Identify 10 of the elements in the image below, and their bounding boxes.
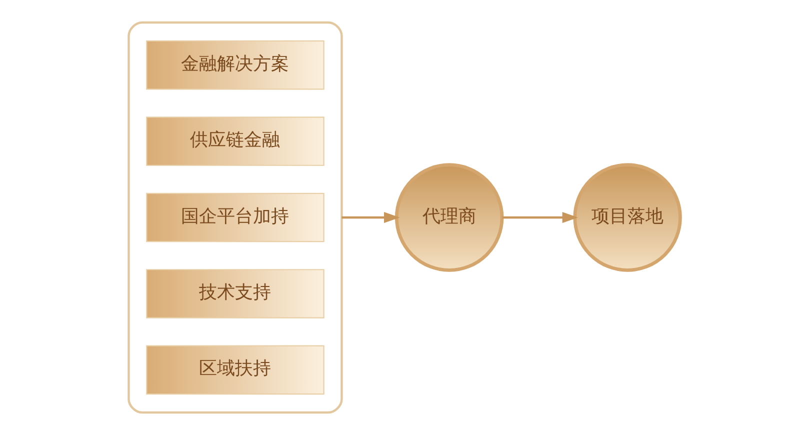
node-circle: 项目落地 (573, 162, 682, 272)
node-box: 区域扶持 (146, 344, 324, 394)
node-box: 技术支持 (146, 268, 324, 318)
node-box: 国企平台加持 (146, 192, 324, 242)
node-circle: 代理商 (394, 162, 504, 272)
node-box: 供应链金融 (146, 116, 324, 166)
node-box: 金融解决方案 (146, 40, 324, 90)
arrow (502, 212, 578, 222)
cluster (128, 20, 343, 414)
arrow (342, 212, 400, 222)
